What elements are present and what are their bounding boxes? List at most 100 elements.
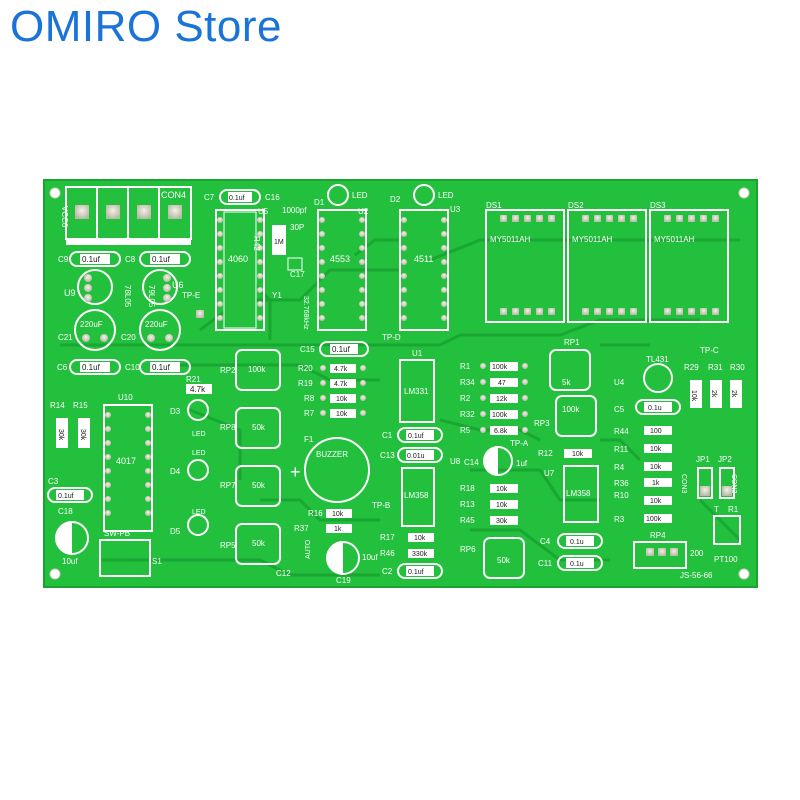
svg-text:10uf: 10uf [362, 553, 378, 562]
caps-c6-c10: 0.1uf 0.1uf C6 C10 [57, 359, 191, 375]
svg-text:U8: U8 [450, 457, 461, 466]
svg-text:R44: R44 [614, 427, 629, 436]
svg-text:R12: R12 [538, 449, 553, 458]
svg-text:R21: R21 [186, 375, 201, 384]
svg-text:C15: C15 [300, 345, 315, 354]
svg-text:MY5011AH: MY5011AH [654, 235, 695, 244]
svg-text:4060: 4060 [228, 254, 248, 264]
svg-text:U4: U4 [614, 378, 625, 387]
svg-text:R2: R2 [460, 394, 471, 403]
svg-text:0.1uf: 0.1uf [82, 363, 101, 372]
svg-text:C17: C17 [290, 270, 305, 279]
ic-u8: U8 LM358 [401, 457, 461, 527]
svg-text:TP-D: TP-D [382, 333, 401, 342]
svg-text:R8: R8 [304, 394, 315, 403]
svg-text:C19: C19 [336, 576, 351, 585]
svg-text:C18: C18 [58, 507, 73, 516]
svg-text:1M: 1M [274, 239, 284, 246]
crystal-area: 1M R42 30P C17 Y1 32.768kHz [252, 223, 309, 330]
svg-text:R7: R7 [304, 409, 315, 418]
svg-text:10k: 10k [690, 390, 697, 402]
jumpers: JP1 JP2 CON3 CON2 [680, 455, 737, 499]
pot-rp3: RP3 100k [534, 395, 597, 437]
svg-text:CON2: CON2 [730, 474, 737, 494]
svg-text:330k: 330k [412, 551, 428, 558]
display-ds3: DS3 MY5011AH [649, 201, 729, 323]
svg-text:LM331: LM331 [404, 387, 429, 396]
svg-text:RP2: RP2 [220, 366, 236, 375]
ic-u10: 4017 U10 [103, 393, 153, 532]
pot-rp5: 50k RP5 [220, 523, 281, 565]
svg-text:47: 47 [498, 380, 506, 387]
svg-text:T: T [714, 505, 719, 514]
svg-text:10k: 10k [650, 464, 662, 471]
resistors-r29-r31-r30: R29 R31 R30 10k 2k 2k [684, 363, 745, 408]
svg-text:R32: R32 [460, 410, 475, 419]
svg-text:10k: 10k [332, 511, 344, 518]
pot-rp6: RP6 50k [460, 537, 525, 579]
svg-text:R37: R37 [294, 524, 309, 533]
svg-text:220uF: 220uF [80, 320, 103, 329]
svg-text:+: + [290, 462, 301, 482]
svg-text:2k: 2k [710, 390, 717, 398]
svg-text:10uf: 10uf [62, 557, 78, 566]
buzzer: F1 + BUZZER [290, 435, 370, 503]
svg-text:Y1: Y1 [272, 291, 282, 300]
svg-text:50k: 50k [252, 539, 266, 548]
svg-text:R5: R5 [460, 426, 471, 435]
svg-text:30k: 30k [496, 518, 508, 525]
svg-text:RP8: RP8 [220, 423, 236, 432]
svg-text:TP-E: TP-E [182, 291, 200, 300]
svg-text:VCC0: VCC0 [60, 206, 69, 228]
svg-text:10k: 10k [336, 396, 348, 403]
svg-text:JP2: JP2 [718, 455, 732, 464]
svg-text:R45: R45 [460, 516, 475, 525]
svg-text:R20: R20 [298, 364, 313, 373]
pot-rp8: 50k RP8 [220, 407, 281, 449]
ic-u7: U7 LM358 [544, 465, 599, 523]
svg-text:100k: 100k [492, 412, 508, 419]
svg-text:C4: C4 [540, 537, 551, 546]
svg-text:DS1: DS1 [486, 201, 502, 210]
svg-text:SW-PB: SW-PB [104, 529, 130, 538]
svg-text:4.7k: 4.7k [190, 385, 206, 394]
svg-text:0.1u: 0.1u [570, 561, 584, 568]
mounting-holes [49, 187, 750, 580]
svg-text:BUZZER: BUZZER [316, 450, 348, 459]
svg-text:10k: 10k [336, 411, 348, 418]
svg-text:6.8k: 6.8k [494, 428, 508, 435]
svg-text:0.1uf: 0.1uf [58, 493, 74, 500]
svg-text:32.768kHz: 32.768kHz [302, 296, 309, 330]
svg-text:U5: U5 [258, 207, 269, 216]
svg-text:10k: 10k [650, 498, 662, 505]
svg-text:4553: 4553 [330, 254, 350, 264]
svg-text:R15: R15 [73, 401, 88, 410]
svg-text:50k: 50k [252, 481, 266, 490]
ic-u5: 4060 U5 [215, 207, 269, 331]
svg-text:C6: C6 [57, 363, 68, 372]
svg-text:R4: R4 [614, 463, 625, 472]
svg-text:R30: R30 [730, 363, 745, 372]
cap-c19: 10uf C19 [326, 541, 378, 585]
switch-s1: SW-PB S1 [99, 529, 162, 577]
resistors-r14-r15: R14 R15 30k 30k [50, 401, 90, 448]
svg-text:0.1u: 0.1u [570, 539, 584, 546]
svg-text:U2: U2 [358, 207, 369, 216]
svg-text:RP1: RP1 [564, 338, 580, 347]
svg-text:LM358: LM358 [404, 491, 429, 500]
svg-text:R19: R19 [298, 379, 313, 388]
svg-text:F1: F1 [304, 435, 314, 444]
svg-text:U10: U10 [118, 393, 133, 402]
svg-text:30k: 30k [79, 429, 86, 441]
svg-text:100: 100 [650, 428, 662, 435]
svg-text:C11: C11 [538, 559, 553, 568]
svg-text:TP-A: TP-A [510, 439, 529, 448]
display-ds2: DS2 MY5011AH [567, 201, 647, 323]
svg-text:R17: R17 [380, 533, 395, 542]
svg-text:100k: 100k [248, 365, 266, 374]
svg-text:78L05: 78L05 [123, 285, 132, 308]
svg-text:D3: D3 [170, 407, 181, 416]
svg-text:U7: U7 [544, 469, 555, 478]
svg-text:LED: LED [352, 191, 368, 200]
